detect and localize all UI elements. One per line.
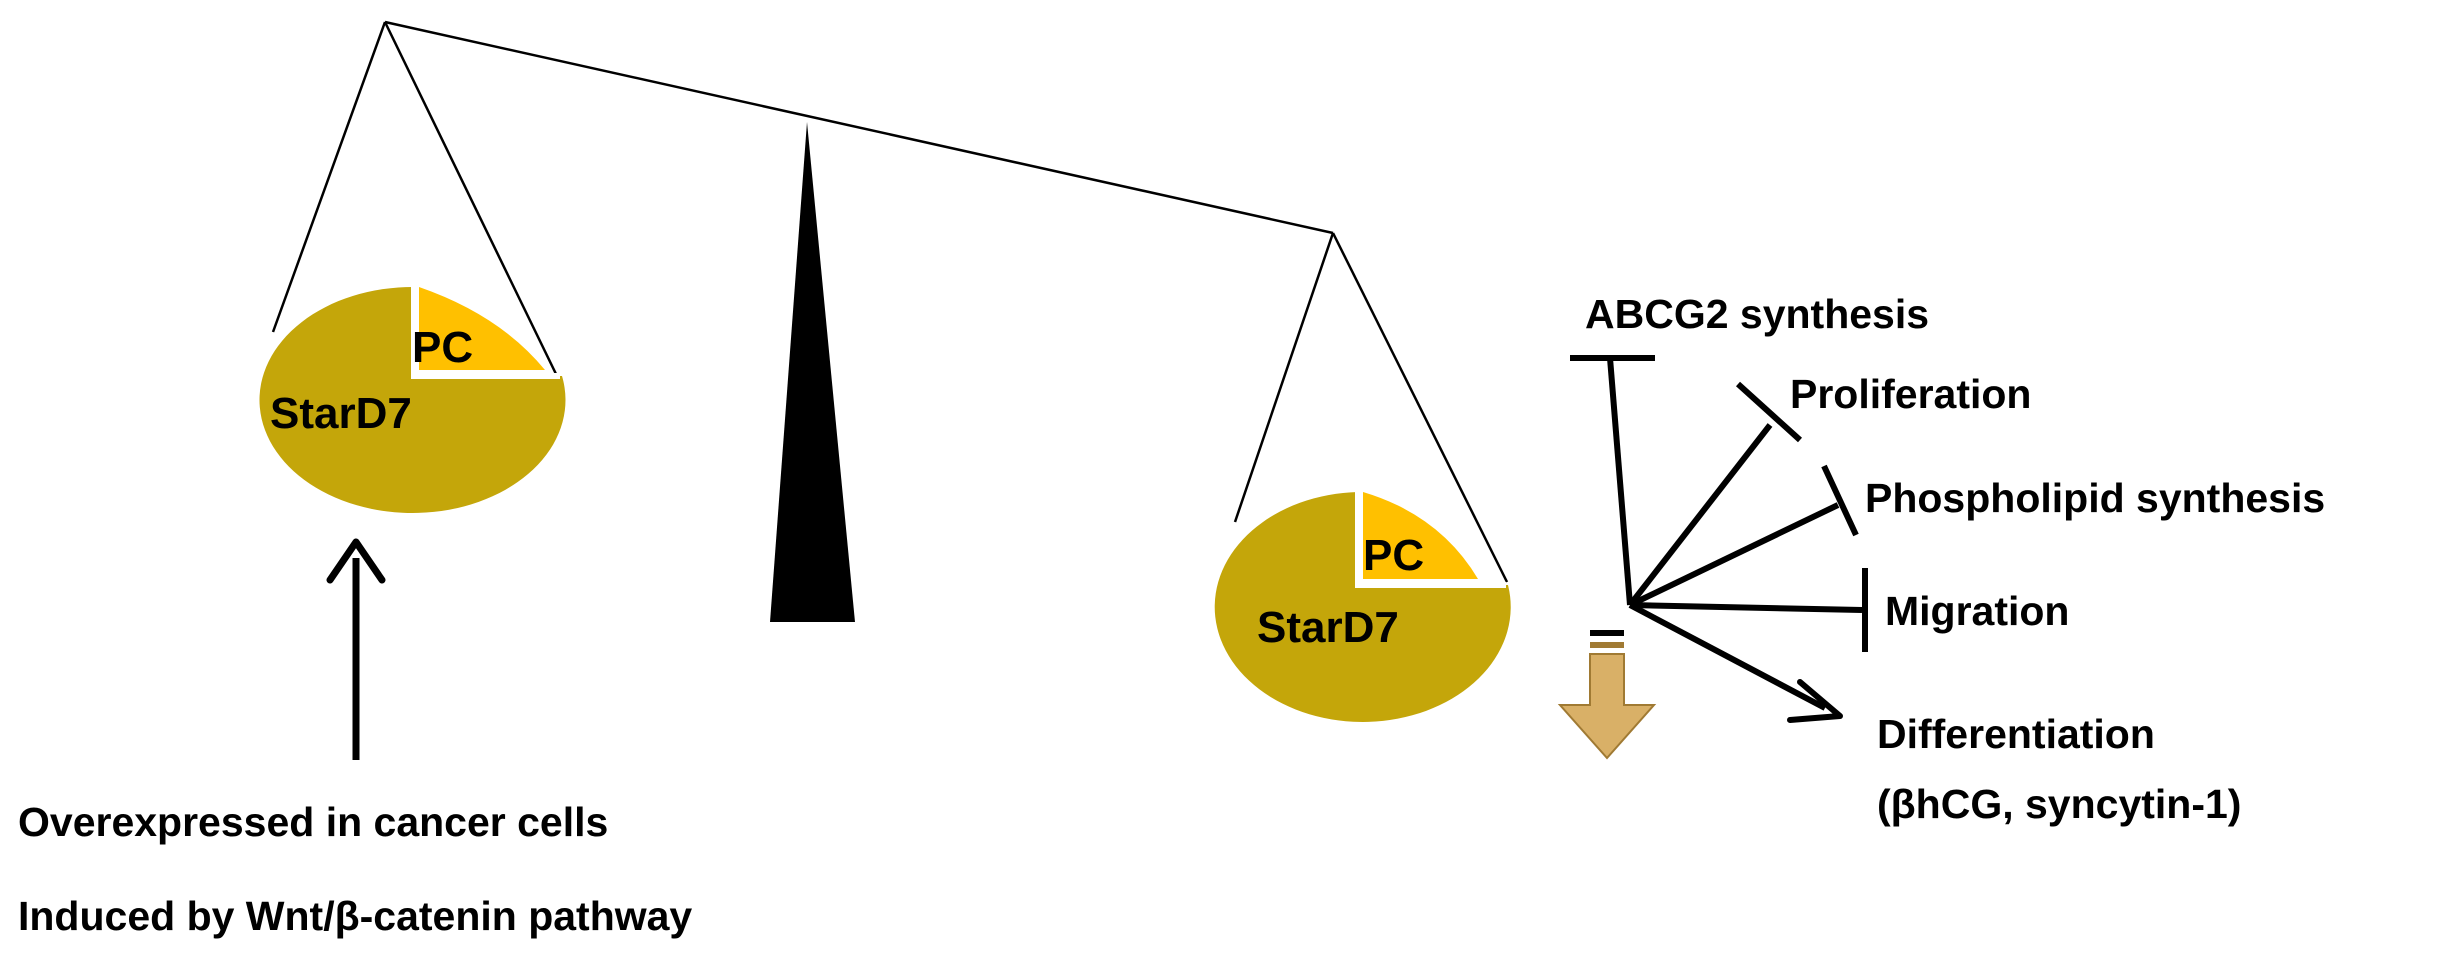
label-differentiation: Differentiation [1877,711,2155,757]
right-pan-string-left [1233,232,1335,523]
fulcrum [770,122,855,622]
inhibit-line-abcg2 [1607,357,1633,606]
left-stard7-label: StarD7 [270,389,412,438]
left-stard7-shape [259,286,566,513]
label-differentiation-markers: (βhCG, syncytin-1) [1877,781,2241,827]
right-pan: PC StarD7 [1214,492,1511,722]
left-pan-string-left [271,21,387,333]
note-wnt-induced: Induced by Wnt/β-catenin pathway [18,893,692,939]
label-proliferation: Proliferation [1790,371,2031,417]
label-abcg2-synthesis: ABCG2 synthesis [1585,291,1929,337]
right-pc-label: PC [1363,531,1424,580]
inhibit-line-migration [1629,602,1863,613]
label-migration: Migration [1885,588,2069,634]
right-stard7-label: StarD7 [1257,603,1399,652]
right-pc-wedge [1363,492,1478,579]
note-overexpressed: Overexpressed in cancer cells [18,799,608,845]
activate-arrowhead-differentiation [1787,679,1843,723]
inhibit-bar-phospholipid [1821,464,1859,537]
inhibit-line-phospholipid [1628,502,1840,608]
left-pan-string-right [383,21,558,375]
left-pan: PC StarD7 [259,286,566,513]
activate-line-differentiation [1628,602,1827,711]
effect-lines [1570,355,1868,723]
balance-beam [384,20,1334,235]
left-pc-wedge [419,287,545,370]
right-pan-string-right [1331,232,1509,583]
inhibit-line-proliferation [1627,423,1773,607]
right-stard7-shape [1214,492,1511,722]
decrease-arrow-icon [1557,630,1657,760]
up-arrow [326,538,386,760]
left-pc-label: PC [412,323,473,372]
label-phospholipid-synthesis: Phospholipid synthesis [1865,475,2325,521]
inhibit-bar-proliferation [1735,381,1803,443]
